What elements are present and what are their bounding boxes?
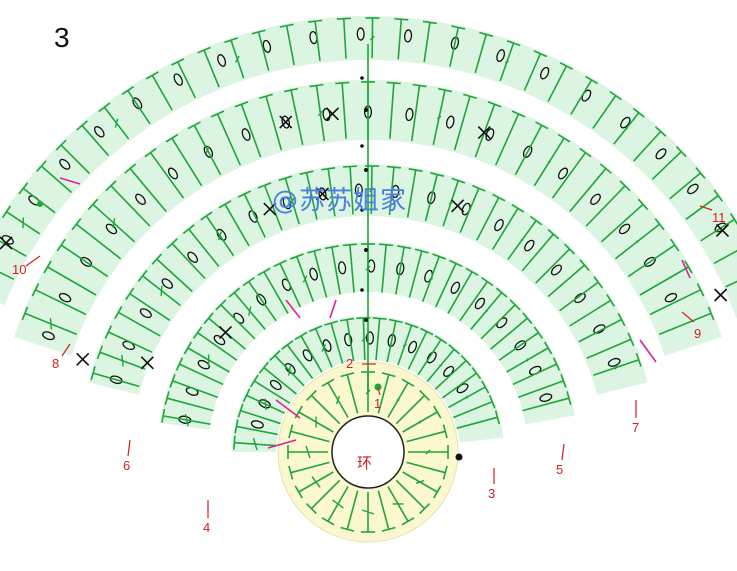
stitch-top — [394, 19, 408, 20]
single-crochet-icon — [77, 353, 89, 365]
row-label-6: 6 — [123, 458, 130, 473]
stitch-bar — [265, 399, 266, 410]
row-arrow-icon — [128, 440, 130, 456]
row-label-10: 10 — [12, 262, 26, 277]
slip-stitch-icon — [360, 288, 364, 292]
row-label-8: 8 — [52, 356, 59, 371]
stitch-bar — [637, 240, 638, 242]
stitch-top — [234, 436, 235, 450]
slip-stitch-icon — [364, 168, 368, 172]
row-label-2: 2 — [346, 356, 353, 371]
row-label-5: 5 — [556, 462, 563, 477]
row-arrow-icon — [562, 444, 564, 460]
stitch-bar — [50, 318, 51, 329]
row-label-7: 7 — [632, 420, 639, 435]
stitch-bar — [579, 295, 580, 297]
increase-mark — [330, 300, 336, 318]
row-arrow-icon — [26, 256, 40, 266]
slip-stitch-icon — [364, 318, 368, 322]
magic-ring-label: 环 — [357, 452, 372, 473]
stitch-top — [343, 166, 357, 167]
stitch-top — [387, 82, 401, 83]
stitch-bar — [625, 128, 627, 129]
single-crochet-icon — [715, 289, 727, 301]
row-label-11: 11 — [712, 210, 726, 225]
stitch-bar — [161, 286, 162, 296]
slip-stitch-icon — [360, 144, 364, 148]
slip-stitch-icon — [364, 108, 368, 112]
row-label-9: 9 — [694, 326, 701, 341]
page-number: 3 — [54, 22, 70, 54]
slip-stitch-icon — [360, 76, 364, 80]
watermark-text: @苏苏姐家 — [272, 180, 407, 217]
row-label-1: 1 — [374, 396, 381, 411]
end-dot — [456, 454, 463, 461]
start-dot — [37, 201, 43, 207]
stitch-top — [337, 18, 351, 19]
stitch-top — [335, 82, 349, 83]
row-label-4: 4 — [203, 520, 210, 535]
stitch-bar — [521, 240, 523, 241]
increase-mark — [640, 340, 656, 362]
slip-stitch-icon — [364, 248, 368, 252]
row-label-3: 3 — [488, 486, 495, 501]
